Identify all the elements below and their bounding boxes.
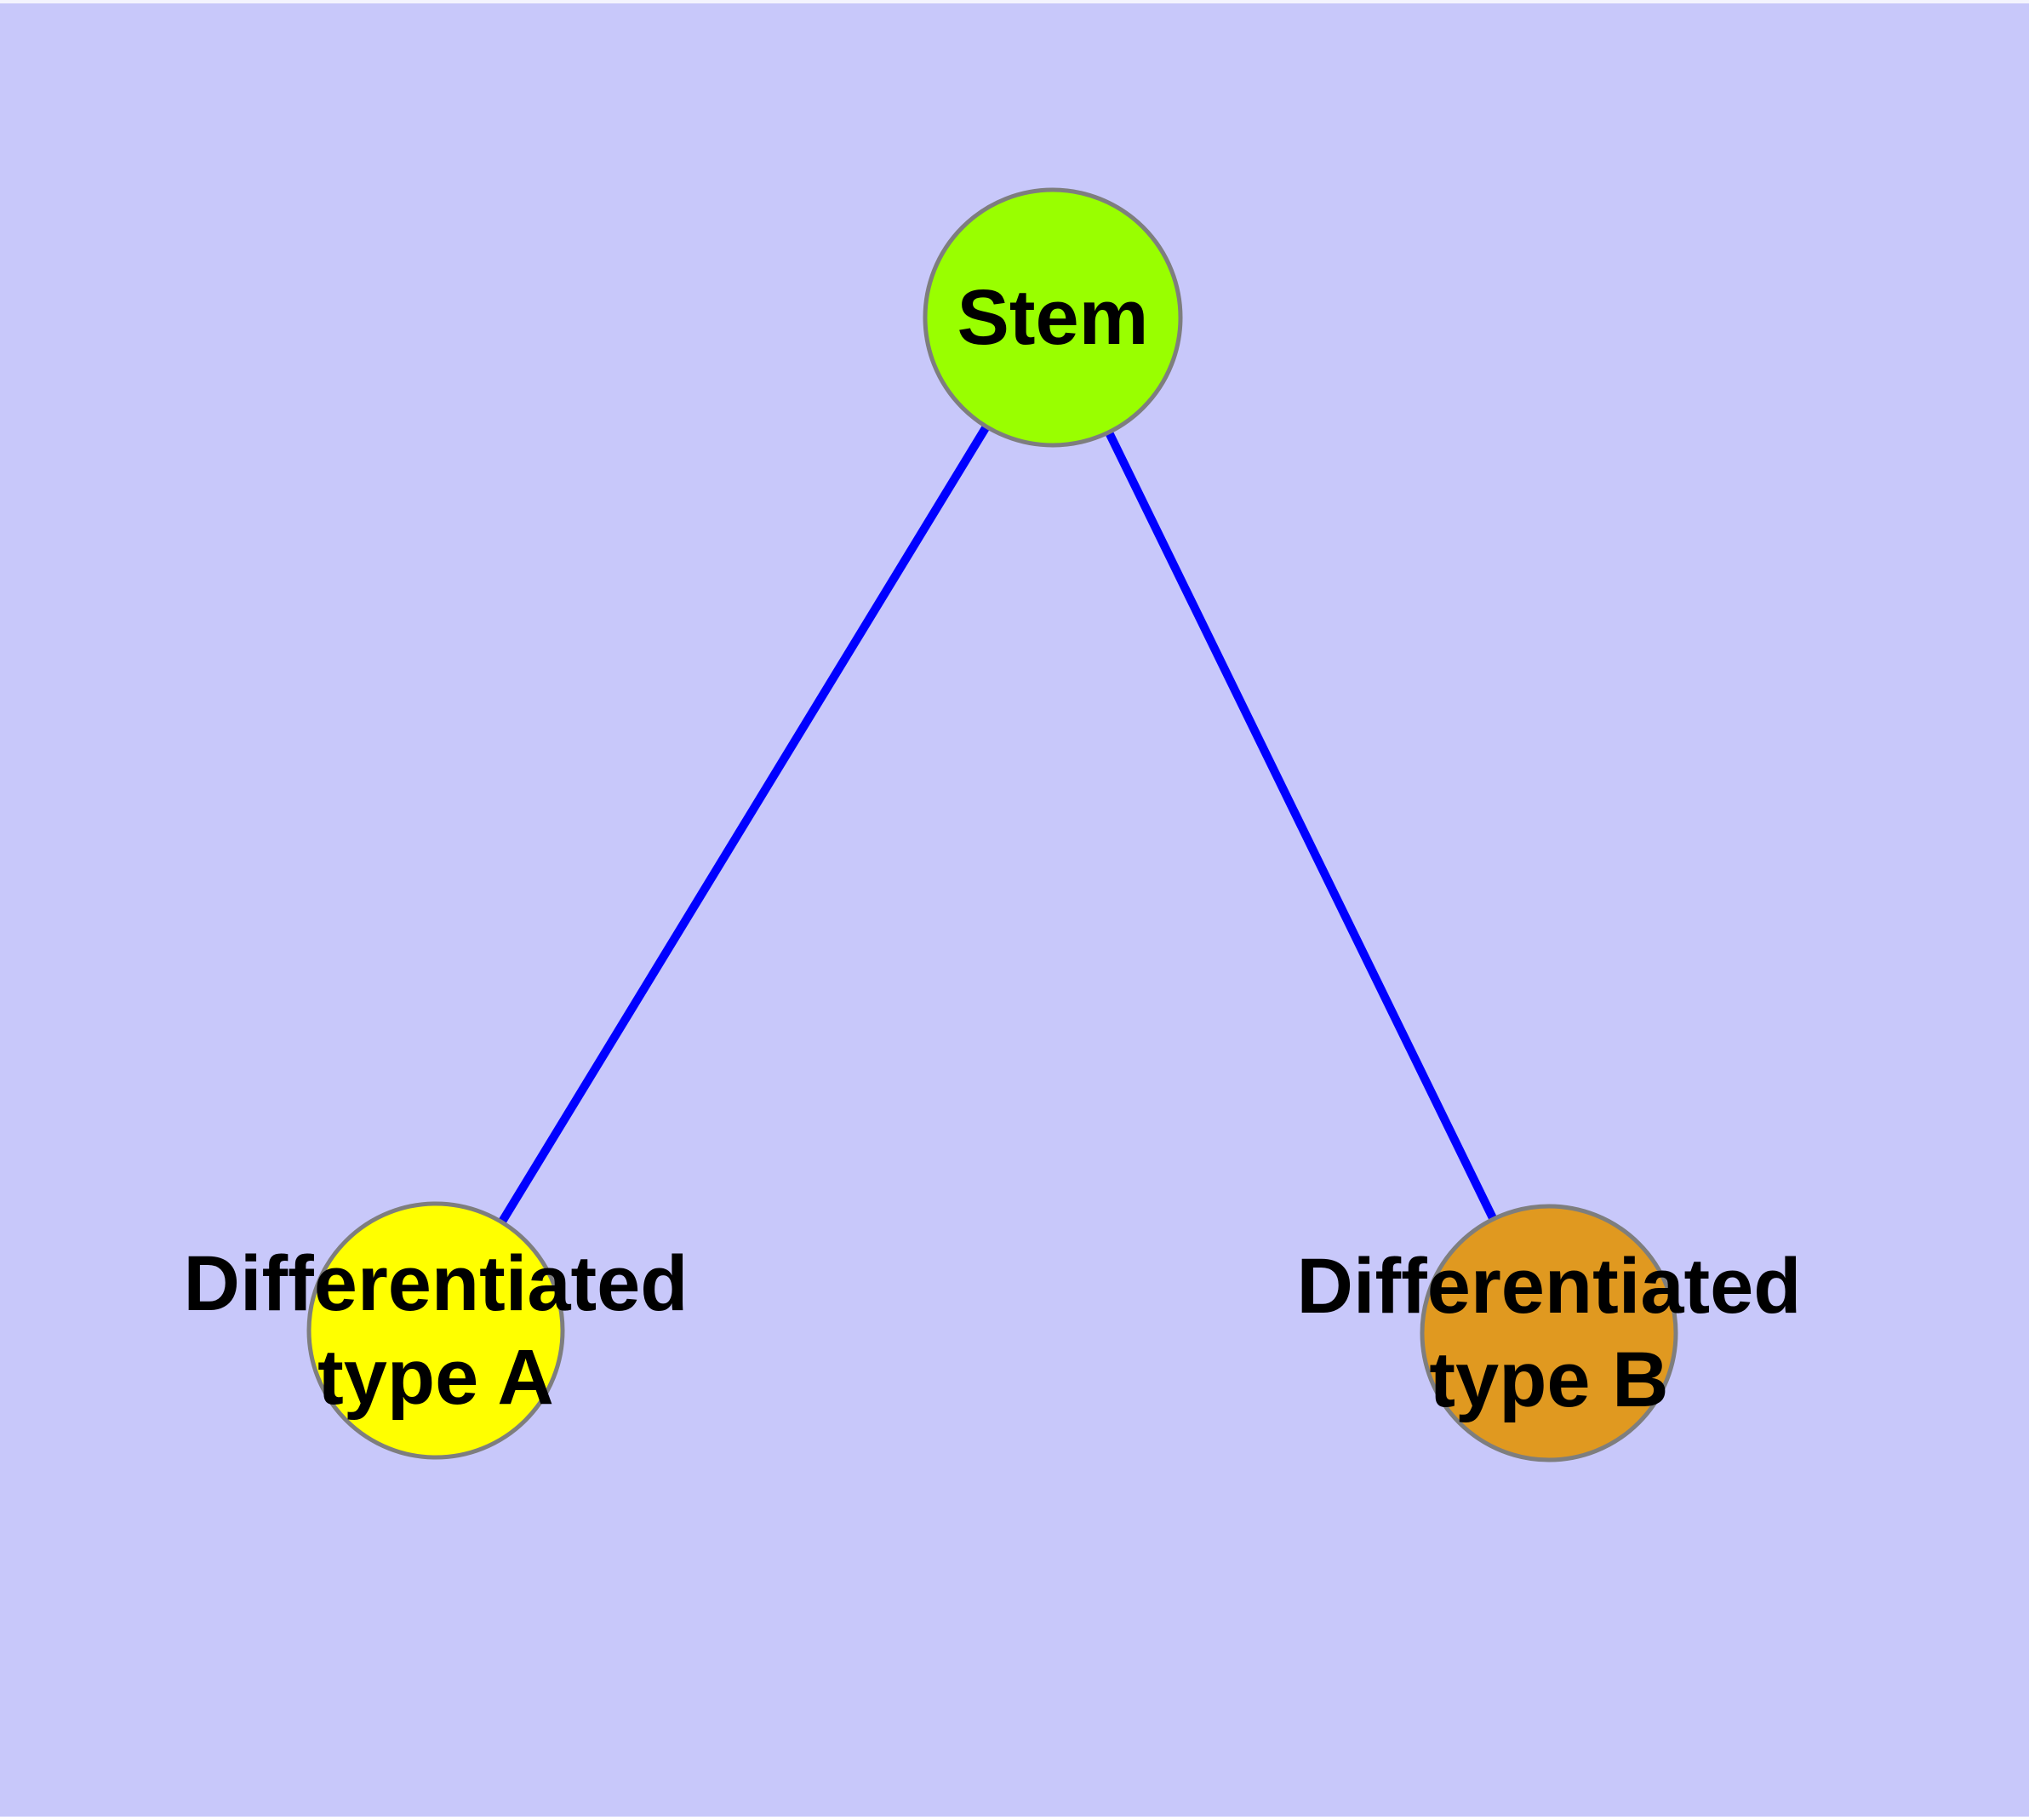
edges-layer xyxy=(432,315,1553,1336)
node-label-line: Differentiated xyxy=(1296,1243,1802,1330)
nodes-layer xyxy=(306,187,1678,1462)
top-window-edge xyxy=(0,0,2029,3)
node-label-differentiated-type-a: Differentiated type A xyxy=(184,1237,689,1424)
node-label-line: Stem xyxy=(957,274,1149,361)
bottom-window-edge xyxy=(0,1817,2029,1820)
node-circle-type-a xyxy=(306,1201,565,1460)
node-label-line: type A xyxy=(317,1334,554,1421)
edge-stem-to-type-a xyxy=(432,315,1057,1333)
edge-stem-to-type-b xyxy=(1049,315,1553,1336)
node-label-line: type B xyxy=(1429,1336,1669,1423)
node-label-stem: Stem xyxy=(957,271,1149,364)
node-label-differentiated-type-b: Differentiated type B xyxy=(1297,1239,1802,1427)
node-label-line: Differentiated xyxy=(183,1240,689,1327)
node-circle-type-b xyxy=(1420,1204,1678,1462)
node-circle-stem xyxy=(923,187,1183,448)
